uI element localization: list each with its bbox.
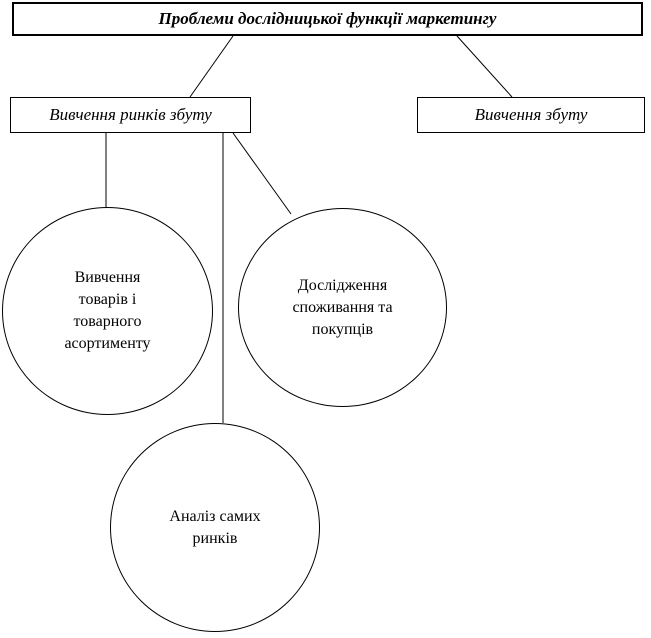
circle-consumption-buyers: Дослідження споживання та покупців <box>238 208 447 407</box>
circle-goods-assortment: Вивчення товарів і товарного асортименту <box>2 207 213 415</box>
connector-leftbox-to-consumption-circle <box>232 132 292 215</box>
box-sales-research: Вивчення збуту <box>417 97 645 133</box>
circle-goods-assortment-label: Вивчення товарів і товарного асортименту <box>64 269 151 352</box>
circle-consumption-buyers-label: Дослідження споживання та покупців <box>292 276 393 338</box>
connector-title-to-left-box <box>189 35 234 98</box>
box-market-research-label: Вивчення ринків збуту <box>49 105 212 124</box>
box-market-research: Вивчення ринків збуту <box>10 97 251 133</box>
circle-markets-analysis: Аналіз самих ринків <box>110 423 320 632</box>
circle-markets-analysis-label: Аналіз самих ринків <box>169 507 261 547</box>
diagram-title: Проблеми дослідницької функції маркетинг… <box>158 9 497 28</box>
box-sales-research-label: Вивчення збуту <box>474 105 588 124</box>
connector-title-to-right-box <box>456 35 513 98</box>
title-box: Проблеми дослідницької функції маркетинг… <box>12 2 643 36</box>
